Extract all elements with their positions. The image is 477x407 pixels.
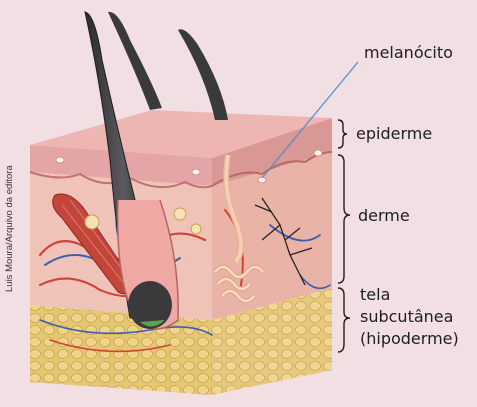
hypodermis-label-line2: subcutânea	[360, 307, 453, 326]
layer-braces	[338, 120, 350, 352]
hypodermis-label-line3: (hipoderme)	[360, 329, 459, 348]
hypodermis-brace	[338, 288, 350, 352]
dermis-brace	[338, 155, 350, 283]
image-credit: Luis Moura/Arquivo da editora	[4, 165, 15, 292]
epidermis-brace	[338, 120, 347, 148]
hypodermis-label-line1: tela	[360, 285, 390, 304]
melanocyte-label: melanócito	[364, 43, 453, 62]
dermis-label: derme	[358, 206, 410, 225]
epidermis-label: epiderme	[356, 124, 432, 143]
